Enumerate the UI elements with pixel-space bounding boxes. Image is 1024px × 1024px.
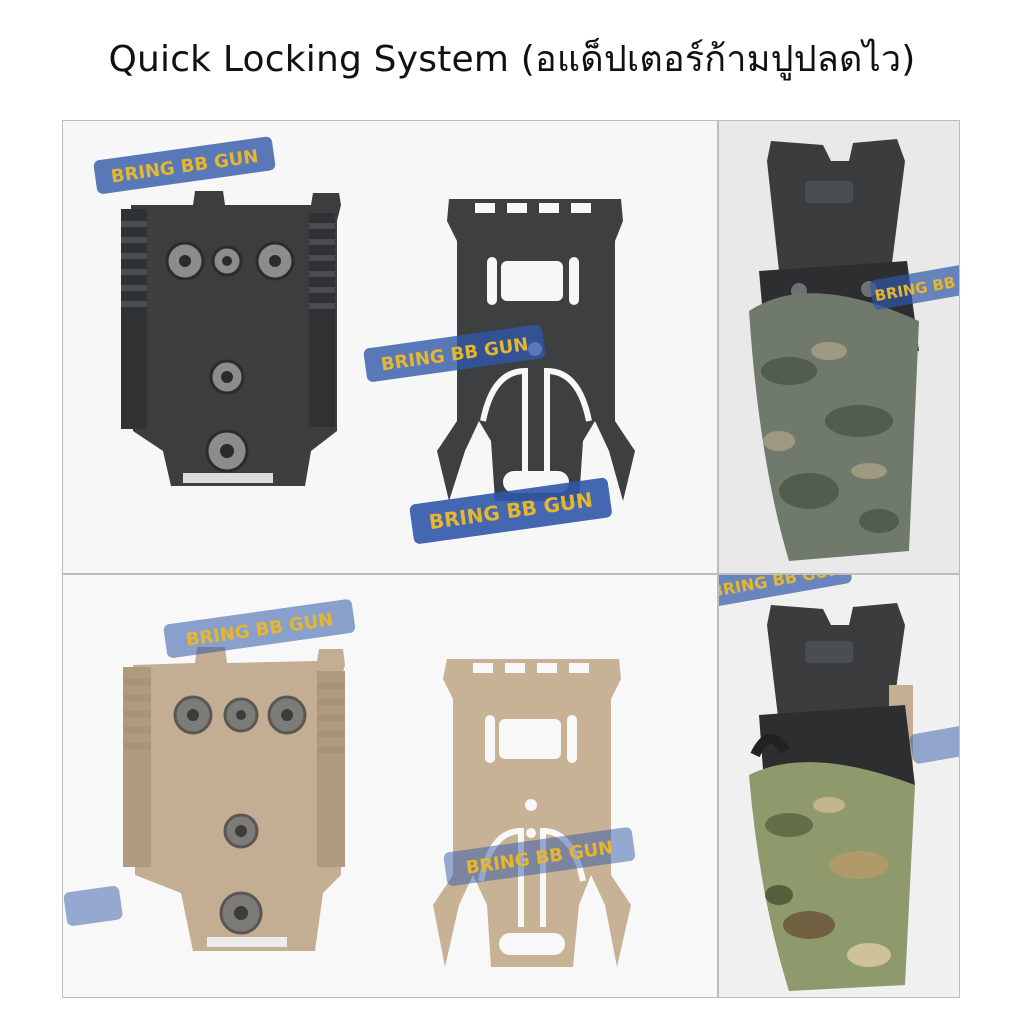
black-holster-illustration: BRING BB GUN [749, 139, 959, 561]
page-title: Quick Locking System (อแด็ปเตอร์ก้ามปูปล… [108, 39, 916, 80]
photo-tan-holster: BRING BB GUN [719, 575, 959, 997]
watermark-logo [909, 722, 959, 764]
watermark-logo: BRING BB GUN [93, 136, 276, 194]
black-receiver-plate [121, 191, 341, 486]
tan-holster-illustration: BRING BB GUN [719, 575, 959, 991]
grid-divider-vertical [717, 121, 719, 997]
grid-divider-horizontal [63, 573, 959, 575]
tan-parts-illustration: BRING BB GUN BRING BB GUN [63, 599, 636, 967]
tan-receiver-plate [123, 647, 345, 951]
photo-tan-parts: BRING BB GUN BRING BB GUN [63, 575, 717, 997]
photo-grid: BRING BB GUN BRING BB GUN BRING BB GUN [62, 120, 960, 998]
photo-black-parts: BRING BB GUN BRING BB GUN BRING BB GUN [63, 121, 717, 573]
black-parts-illustration: BRING BB GUN BRING BB GUN BRING BB GUN [93, 136, 635, 544]
photo-black-holster: BRING BB GUN [719, 121, 959, 573]
watermark-logo [63, 885, 123, 926]
watermark-logo: BRING BB GUN [719, 575, 852, 608]
tan-locking-fork [433, 659, 631, 967]
